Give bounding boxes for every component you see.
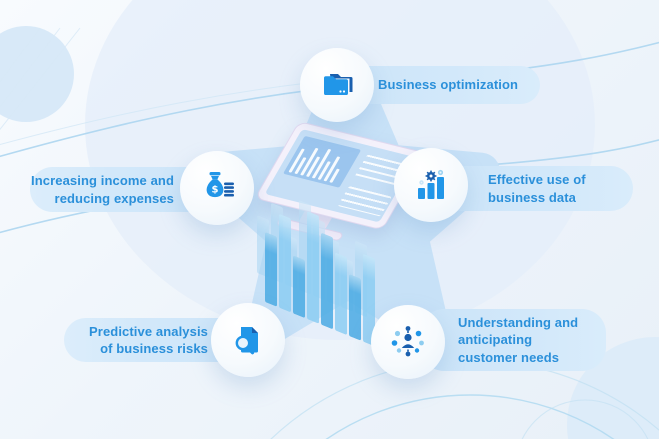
bar-chart-gears-icon [418, 169, 444, 199]
node-effective-business-data [394, 148, 468, 222]
item-label: Effective use of business data [488, 172, 586, 205]
document-magnifier-icon [235, 327, 258, 355]
node-increasing-income: $ [180, 151, 254, 225]
item-label: Predictive analysis of business risks [89, 323, 208, 356]
node-customer-needs [371, 305, 445, 379]
item-label: Understanding and anticipating customer … [458, 315, 579, 365]
node-predictive-analysis [211, 303, 285, 377]
screen-list-panel [337, 186, 392, 217]
label-pill-customer-needs: Understanding and anticipating customer … [420, 309, 606, 371]
screen-bar-chart [283, 135, 362, 188]
node-business-optimization [300, 48, 374, 122]
item-label: Increasing income and reducing expenses [31, 173, 174, 206]
folders-icon [324, 74, 353, 95]
money-bag-icon: $ [206, 172, 234, 198]
item-label: Business optimization [378, 77, 519, 93]
customer-network-icon [391, 326, 424, 357]
svg-text:$: $ [212, 185, 219, 196]
